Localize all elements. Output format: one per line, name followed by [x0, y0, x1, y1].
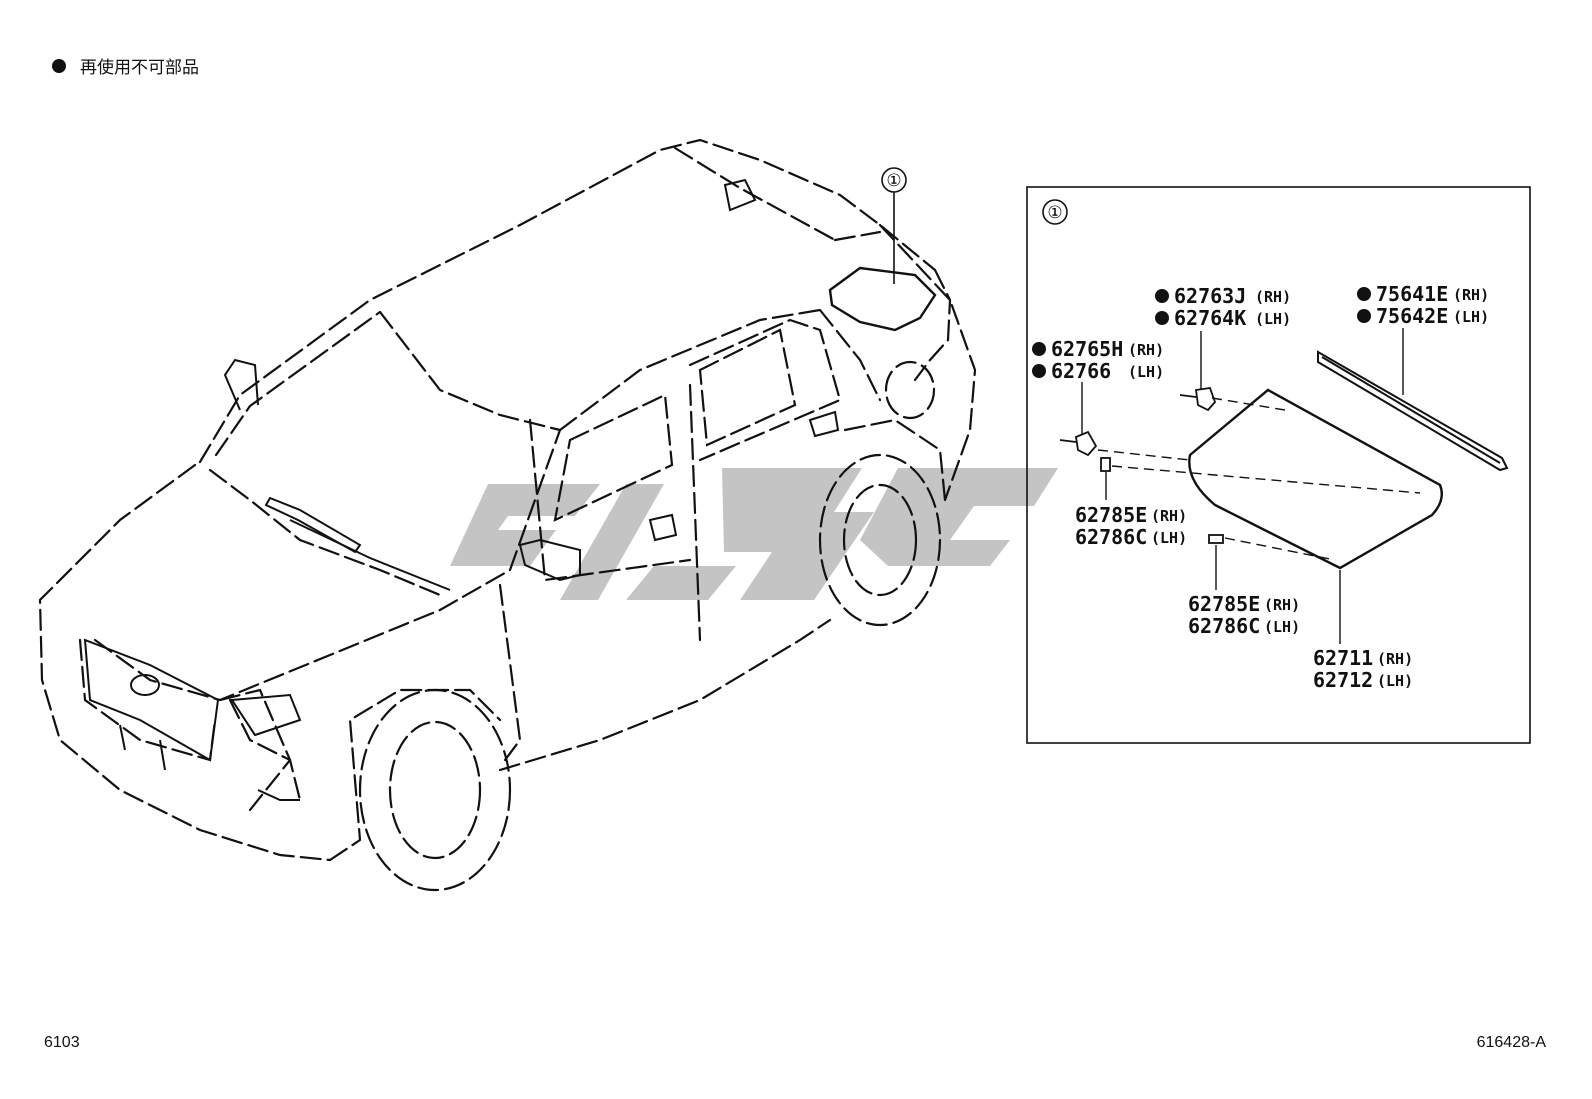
part-code: 62763J	[1174, 284, 1246, 308]
detail-callout-number: ①	[1047, 203, 1062, 223]
non-reusable-marker-icon	[1155, 311, 1169, 325]
part-code: 62786C	[1075, 525, 1147, 549]
part-label-62712: 62712 (LH)	[1313, 668, 1413, 692]
watermark	[450, 468, 1058, 600]
part-label-75641e: 75641E (RH)	[1357, 282, 1489, 306]
part-label-62711: 62711 (RH)	[1313, 646, 1413, 670]
part-code: 62765H	[1051, 337, 1123, 361]
non-reusable-marker-icon	[1032, 342, 1046, 356]
car-callout-number: ①	[886, 171, 901, 191]
quarter-glass-part	[1188, 388, 1443, 570]
part-label-62786c-upper: 62786C (LH)	[1075, 525, 1187, 549]
part-label-62765h: 62765H (RH)	[1032, 337, 1164, 361]
part-side: (LH)	[1264, 618, 1300, 636]
legend-text: 再使用不可部品	[80, 58, 199, 78]
part-code: 62711	[1313, 646, 1373, 670]
non-reusable-marker-icon	[52, 58, 66, 73]
part-side: (LH)	[1377, 672, 1413, 690]
part-label-62785e-lower: 62785E (RH)	[1188, 592, 1300, 616]
clip-62785e-lower	[1208, 534, 1224, 544]
part-code: 62764K	[1174, 306, 1246, 330]
car-illustration	[38, 138, 977, 892]
part-side: (RH)	[1377, 650, 1413, 668]
part-code: 62785E	[1188, 592, 1260, 616]
car-callout	[881, 167, 907, 284]
clip-62785e-upper	[1100, 457, 1111, 472]
non-reusable-marker-icon	[1032, 364, 1046, 378]
part-label-62786c-lower: 62786C (LH)	[1188, 614, 1300, 638]
part-label-62766: 62766 (LH)	[1032, 359, 1164, 383]
car-details	[83, 178, 840, 801]
part-label-62785e-upper: 62785E (RH)	[1075, 503, 1187, 527]
part-side: (RH)	[1453, 286, 1489, 304]
legend: 再使用不可部品	[52, 53, 199, 78]
part-label-62764k: 62764K (LH)	[1155, 306, 1291, 330]
part-side: (LH)	[1151, 529, 1187, 547]
part-label-75642e: 75642E (LH)	[1357, 304, 1489, 328]
part-label-62763j: 62763J (RH)	[1155, 284, 1291, 308]
part-side: (LH)	[1453, 308, 1489, 326]
part-side: (LH)	[1128, 363, 1164, 381]
non-reusable-marker-icon	[1357, 287, 1371, 301]
part-side: (RH)	[1264, 596, 1300, 614]
part-code: 75642E	[1376, 304, 1448, 328]
part-code: 62785E	[1075, 503, 1147, 527]
glass-inner-dashes	[1097, 397, 1421, 561]
leader-lines	[1081, 328, 1404, 644]
part-code: 62786C	[1188, 614, 1260, 638]
clip-62765h	[1059, 430, 1098, 457]
non-reusable-marker-icon	[1155, 289, 1169, 303]
moulding-strip	[1317, 350, 1509, 472]
part-side: (LH)	[1255, 310, 1291, 328]
clip-62763j	[1179, 387, 1217, 412]
part-code: 75641E	[1376, 282, 1448, 306]
non-reusable-marker-icon	[1357, 309, 1371, 323]
part-side: (RH)	[1151, 507, 1187, 525]
part-side: (RH)	[1128, 341, 1164, 359]
page-code-left: 6103	[44, 1034, 80, 1051]
detail-box	[1026, 186, 1531, 744]
part-code: 62712	[1313, 668, 1373, 692]
part-code: 62766	[1051, 359, 1111, 383]
detail-callout-icon	[1042, 199, 1068, 225]
part-side: (RH)	[1255, 288, 1291, 306]
page-code-right: 616428-A	[1476, 1034, 1546, 1051]
quarter-window-on-car	[828, 266, 937, 332]
